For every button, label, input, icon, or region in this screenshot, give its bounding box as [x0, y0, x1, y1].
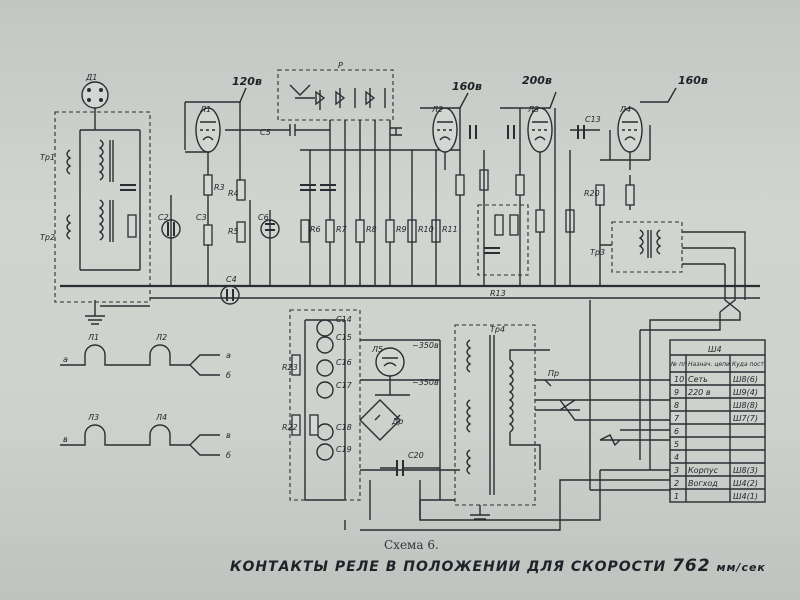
table-title: Ш4: [708, 345, 722, 354]
lamp-label-4: Л4: [155, 413, 167, 422]
table-cell: 1: [674, 492, 679, 501]
table-cell: Ш9(4): [733, 388, 758, 397]
capacitor-label-c14: C14: [336, 315, 352, 324]
connector-table: [669, 339, 766, 503]
table-cell: Сеть: [688, 375, 708, 384]
transformer-label-3: Тр3: [590, 248, 605, 257]
resistor-label-r5: R5: [228, 227, 239, 236]
transformer-label-1: Тр1: [40, 153, 55, 162]
lamp-label-3: Л3: [87, 413, 99, 422]
resistor-label-r13: R13: [490, 289, 506, 298]
table-header-2: Назнач. цепи: [688, 361, 730, 368]
caption-speed: 762: [672, 556, 711, 576]
voltage-label-4: 160в: [678, 74, 708, 87]
resistor-label-r9: R9: [396, 225, 407, 234]
figure-caption: КОНТАКТЫ РЕЛЕ В ПОЛОЖЕНИИ ДЛЯ СКОРОСТИ 7…: [230, 556, 766, 576]
caption-unit: мм/сек: [716, 561, 766, 574]
transformer-label-2: Тр2: [40, 233, 55, 242]
table-cell: 2: [674, 479, 679, 488]
table-cell: 6: [674, 427, 679, 436]
capacitor-label-c18: C18: [336, 423, 352, 432]
lamp-end-b-2: в: [226, 431, 231, 440]
capacitor-label-c17: C17: [336, 381, 353, 390]
table-cell: 220 в: [688, 388, 711, 397]
resistor-label-r8: R8: [366, 225, 377, 234]
capacitor-label-c6: C6: [258, 213, 269, 222]
tube-label-2: Л2: [431, 105, 443, 114]
resistor-label-r23: R23: [282, 363, 298, 372]
relay-label: P: [338, 61, 343, 70]
resistor-label-r4: R4: [228, 189, 239, 198]
fuse-label: Пр: [548, 369, 559, 378]
lamp-end-a-1: а: [63, 355, 68, 364]
lamp-label-2: Л2: [155, 333, 167, 342]
lamp-end-b-3: б: [226, 451, 231, 460]
resistor-label-r22: R22: [282, 423, 298, 432]
table-cell: 4: [674, 453, 679, 462]
table-header-3: Куда пост.: [732, 361, 766, 368]
resistor-label-r6: R6: [310, 225, 321, 234]
bridge-label: Др: [391, 417, 403, 426]
tube-label-3: Л3: [527, 105, 539, 114]
voltage-label-6: ~350в: [412, 378, 439, 387]
rectifier-tube-label: Л5: [371, 345, 383, 354]
capacitor-label-c15: C15: [336, 333, 352, 342]
lamp-end-b-1: в: [63, 435, 68, 444]
table-cell: 9: [674, 388, 679, 397]
tube-label-1: Л1: [199, 105, 211, 114]
table-cell: Ш7(7): [733, 414, 758, 423]
capacitor-label-c20: C20: [408, 451, 424, 460]
transformer-label-4: Тр4: [490, 325, 505, 334]
capacitor-label-c13: C13: [585, 115, 601, 124]
table-cell: Ш4(1): [733, 492, 758, 501]
lamp-end-a-3: б: [226, 371, 231, 380]
capacitor-label-c19: C19: [336, 445, 352, 454]
table-rows: 10 Сеть Ш8(6) 9 220 в Ш9(4) 8 Ш8(8) 7 Ш7(7) 6 5 4 3 Ко…: [674, 375, 758, 501]
lamp-end-a-2: а: [226, 351, 231, 360]
capacitor-label-c4: C4: [226, 275, 237, 284]
capacitor-label-c2: C2: [158, 213, 169, 222]
input-label: Д1: [85, 73, 97, 82]
table-cell: 8: [674, 401, 679, 410]
table-cell: Ш8(3): [733, 466, 758, 475]
table-cell: Вогход: [688, 479, 718, 488]
table-cell: 7: [674, 414, 680, 423]
capacitor-label-c3: C3: [196, 213, 207, 222]
table-cell: Ш8(8): [733, 401, 758, 410]
voltage-label-2: 160в: [452, 80, 482, 93]
resistor-label-r11: R11: [442, 225, 458, 234]
tube-label-4: Л4: [619, 105, 631, 114]
resistor-label-r7: R7: [336, 225, 348, 234]
table-cell: 3: [674, 466, 679, 475]
table-cell: Ш4(2): [733, 479, 758, 488]
lamp-label-1: Л1: [87, 333, 99, 342]
figure-number: Схема 6.: [384, 538, 439, 552]
table-cell: 5: [674, 440, 679, 449]
resistor-label-r20: R20: [584, 189, 600, 198]
table-header-1: № пп: [670, 361, 687, 368]
capacitor-label-c5: C5: [260, 128, 271, 137]
voltage-label-5: ~350в: [412, 341, 439, 350]
caption-text: КОНТАКТЫ РЕЛЕ В ПОЛОЖЕНИИ ДЛЯ СКОРОСТИ: [230, 559, 667, 575]
capacitor-label-c16: C16: [336, 358, 352, 367]
voltage-label-3: 200в: [522, 74, 552, 87]
table-cell: 10: [674, 375, 684, 384]
voltage-label-1: 120в: [232, 75, 262, 88]
table-cell: Ш8(6): [733, 375, 758, 384]
resistor-label-r3: R3: [214, 183, 225, 192]
table-cell: Корпус: [688, 466, 719, 475]
resistor-label-r10: R10: [418, 225, 434, 234]
